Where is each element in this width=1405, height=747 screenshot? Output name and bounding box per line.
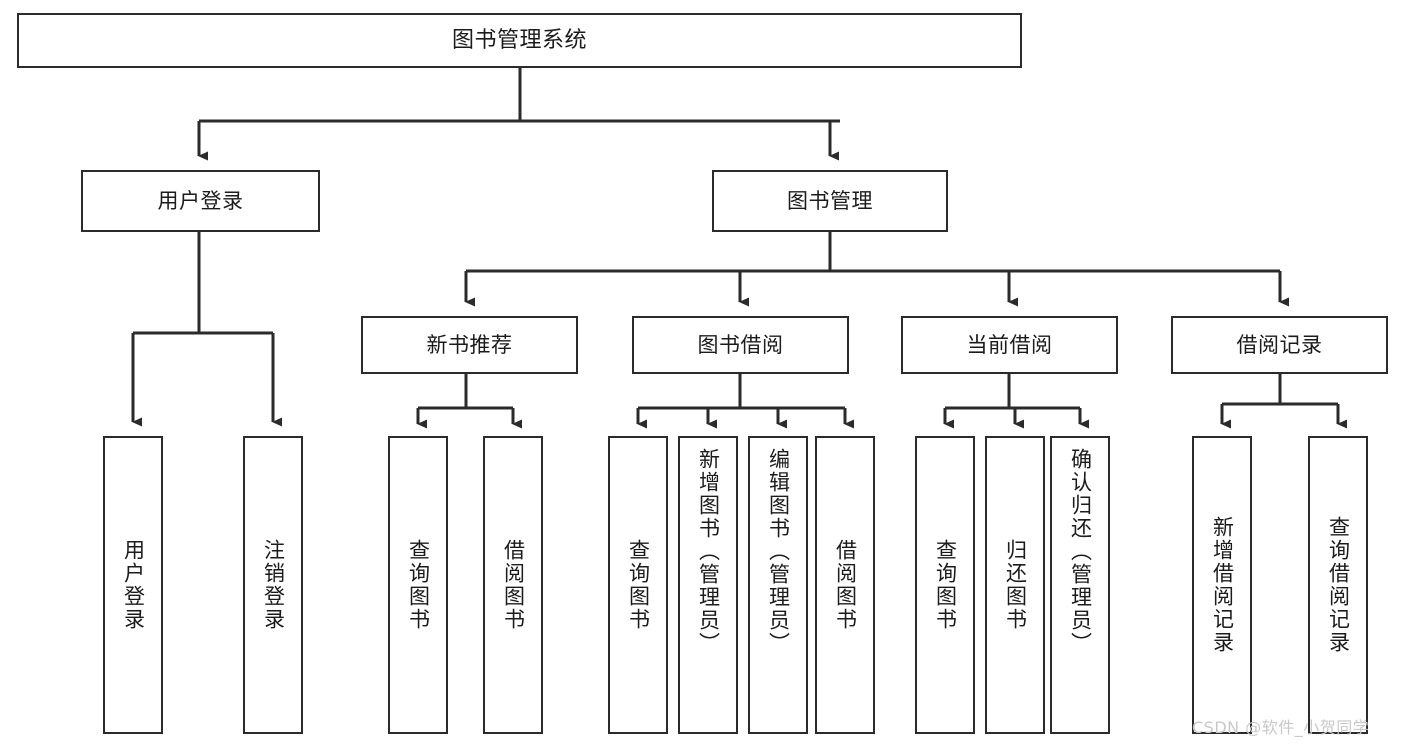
node-leaf-borrow-book-2[interactable]: 借阅图书 <box>815 436 875 734</box>
node-leaf-borrow-book-1-label: 借阅图书 <box>501 539 526 631</box>
node-leaf-edit-book[interactable]: 编辑图书（管理员） <box>748 436 808 734</box>
node-user-login-label: 用户登录 <box>157 188 244 213</box>
node-current-borrow-label: 当前借阅 <box>966 332 1053 357</box>
node-leaf-return-book-label: 归还图书 <box>1003 539 1028 631</box>
node-leaf-query-book-2-label: 查询图书 <box>626 539 651 631</box>
node-book-management-label: 图书管理 <box>787 188 873 213</box>
node-borrow-record[interactable]: 借阅记录 <box>1171 316 1388 374</box>
node-leaf-add-borrow-record[interactable]: 新增借阅记录 <box>1192 436 1252 734</box>
node-leaf-logout-login-label: 注销登录 <box>261 539 286 631</box>
node-leaf-query-book-3[interactable]: 查询图书 <box>915 436 975 734</box>
node-leaf-confirm-return[interactable]: 确认归还（管理员） <box>1050 436 1110 734</box>
node-leaf-add-book-label: 新增图书（管理员） <box>696 448 721 655</box>
node-leaf-edit-book-label: 编辑图书（管理员） <box>766 448 791 655</box>
node-leaf-borrow-book-1[interactable]: 借阅图书 <box>483 436 543 734</box>
node-leaf-user-login[interactable]: 用户登录 <box>103 436 163 734</box>
node-leaf-return-book[interactable]: 归还图书 <box>985 436 1045 734</box>
node-leaf-user-login-label: 用户登录 <box>121 539 146 631</box>
node-new-book-recommend-label: 新书推荐 <box>426 332 513 357</box>
node-borrow-record-label: 借阅记录 <box>1236 332 1323 357</box>
node-book-borrow-label: 图书借阅 <box>697 332 784 357</box>
node-leaf-query-borrow-record[interactable]: 查询借阅记录 <box>1308 436 1368 734</box>
node-root-system-label: 图书管理系统 <box>451 27 587 53</box>
node-leaf-confirm-return-label: 确认归还（管理员） <box>1068 448 1093 655</box>
node-book-management[interactable]: 图书管理 <box>712 170 948 232</box>
node-leaf-query-book-1[interactable]: 查询图书 <box>388 436 448 734</box>
node-root-system[interactable]: 图书管理系统 <box>17 13 1022 68</box>
node-book-borrow[interactable]: 图书借阅 <box>632 316 849 374</box>
node-leaf-logout-login[interactable]: 注销登录 <box>243 436 303 734</box>
node-new-book-recommend[interactable]: 新书推荐 <box>361 316 578 374</box>
csdn-watermark: CSDN @软件_小贺同学 <box>1192 718 1370 737</box>
node-leaf-add-book[interactable]: 新增图书（管理员） <box>678 436 738 734</box>
node-leaf-borrow-book-2-label: 借阅图书 <box>833 539 858 631</box>
node-leaf-query-book-3-label: 查询图书 <box>933 539 958 631</box>
node-current-borrow[interactable]: 当前借阅 <box>901 316 1118 374</box>
node-leaf-query-book-2[interactable]: 查询图书 <box>608 436 668 734</box>
node-leaf-query-book-1-label: 查询图书 <box>406 539 431 631</box>
node-leaf-query-borrow-record-label: 查询借阅记录 <box>1326 516 1351 654</box>
node-leaf-add-borrow-record-label: 新增借阅记录 <box>1210 516 1235 654</box>
node-user-login[interactable]: 用户登录 <box>81 170 320 232</box>
